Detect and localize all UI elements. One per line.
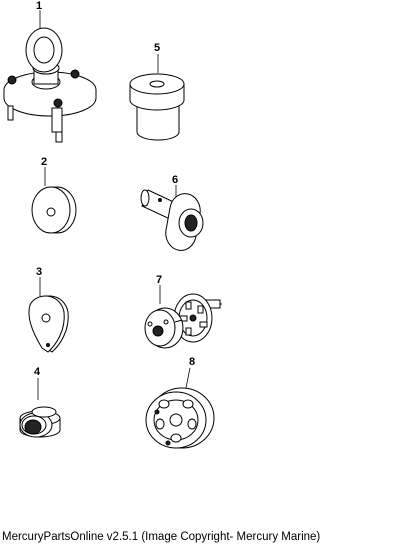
callout-3: 3 xyxy=(36,266,42,278)
callout-2: 2 xyxy=(41,156,47,168)
part-4-stepped-hub xyxy=(19,378,61,438)
callout-5: 5 xyxy=(154,42,160,54)
part-8-spoked-wheel xyxy=(145,367,215,449)
callout-8: 8 xyxy=(189,356,195,368)
callout-4: 4 xyxy=(34,366,41,378)
copyright-caption: MercuryPartsOnline v2.5.1 (Image Copyrig… xyxy=(2,531,321,543)
part-3-cam-plate xyxy=(28,277,69,353)
part-2-disc xyxy=(31,167,77,234)
part-6-sleeve xyxy=(140,185,204,251)
part-5-bushing xyxy=(129,54,185,141)
part-1-lifting-eye xyxy=(3,10,97,143)
callout-7: 7 xyxy=(156,274,162,286)
part-7-wheel-assembly xyxy=(144,285,222,349)
callout-1: 1 xyxy=(36,0,42,12)
callout-6: 6 xyxy=(172,174,178,186)
